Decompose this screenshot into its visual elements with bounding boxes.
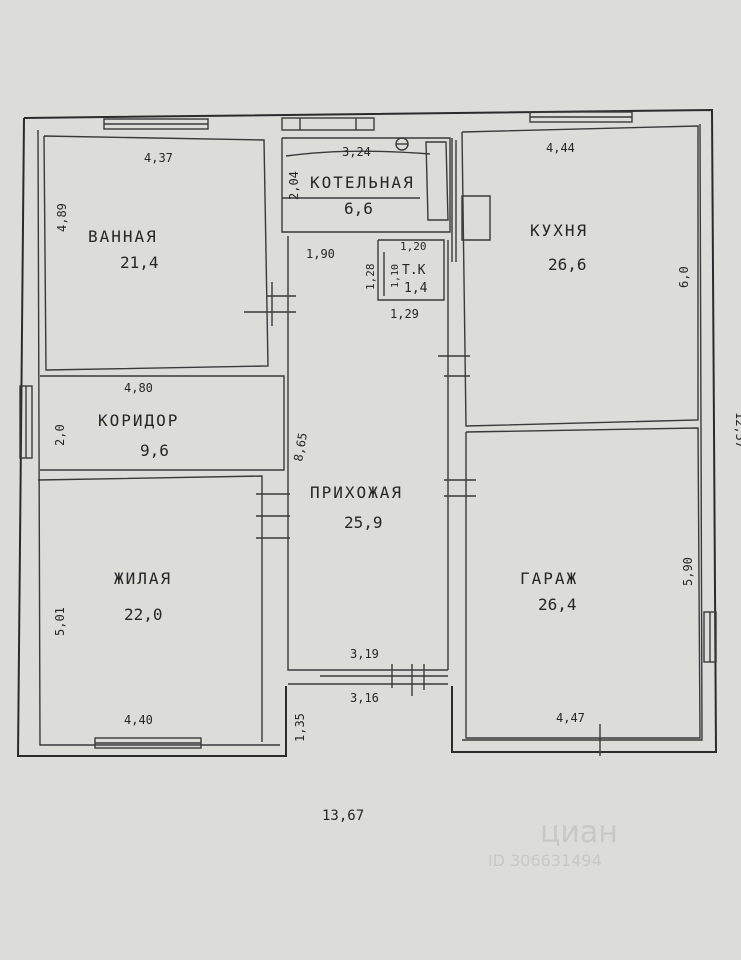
window-top-kitchen <box>529 111 633 123</box>
window-top-bathroom <box>103 118 209 130</box>
dim-total-width: 13,67 <box>322 808 364 824</box>
watermark-id: ID 306631494 <box>488 851 602 870</box>
entrance <box>288 664 448 696</box>
dim-entry-top: 3,19 <box>350 647 379 661</box>
toilet-name: Т.К <box>402 263 426 278</box>
toilet-area: 1,4 <box>404 281 428 296</box>
bathroom-name: ВАННАЯ <box>88 227 158 246</box>
garage-area: 26,4 <box>538 595 577 614</box>
dim-bath-width: 4,37 <box>144 151 173 165</box>
kitchen-room <box>461 125 699 427</box>
dim-toilet-height-left: 1,28 <box>364 264 377 291</box>
dim-boiler-height: 2,04 <box>287 171 301 200</box>
toilet-room <box>377 239 445 301</box>
dim-living-height: 5,01 <box>53 607 67 636</box>
dim-kitchen-width: 4,44 <box>546 141 575 155</box>
dim-kitchen-height: 6,0 <box>677 266 691 288</box>
bathroom-area: 21,4 <box>120 253 159 272</box>
dim-garage-height: 5,90 <box>681 557 695 586</box>
dim-corridor-width: 4,80 <box>124 381 153 395</box>
outer-walls <box>16 108 718 757</box>
boiler-area: 6,6 <box>344 199 373 218</box>
dim-boiler-width: 3,24 <box>342 145 371 159</box>
dim-toilet-bottom: 1,29 <box>390 307 419 321</box>
hallway-name: ПРИХОЖАЯ <box>310 483 403 502</box>
boiler-name: КОТЕЛЬНАЯ <box>310 173 415 192</box>
dim-toilet-width: 1,20 <box>400 240 427 253</box>
living-name: ЖИЛАЯ <box>114 569 172 588</box>
dim-entry-depth: 1,35 <box>293 713 307 742</box>
kitchen-name: КУХНЯ <box>530 221 588 240</box>
garage-room <box>465 427 701 756</box>
dim-toilet-height-inner: 1,10 <box>390 264 401 288</box>
corridor-area: 9,6 <box>140 441 169 460</box>
dim-entry-bottom: 3,16 <box>350 691 379 705</box>
living-area: 22,0 <box>124 605 163 624</box>
bathroom-room <box>43 135 296 371</box>
window-bottom-living <box>94 737 202 749</box>
hallway-room <box>287 236 476 671</box>
hallway-area: 25,9 <box>344 513 383 532</box>
dim-corridor-height: 2,0 <box>53 424 67 446</box>
boiler-room <box>281 137 491 262</box>
dim-hall-top: 1,90 <box>306 247 335 261</box>
dim-hall-height: 8,65 <box>291 432 310 463</box>
garage-name: ГАРАЖ <box>520 569 578 588</box>
watermark-brand: циан <box>540 815 618 850</box>
dim-garage-width: 4,47 <box>556 711 585 725</box>
window-right-garage <box>703 611 717 663</box>
corridor-room <box>40 375 285 471</box>
corridor-name: КОРИДОР <box>98 411 179 430</box>
dim-living-width: 4,40 <box>124 713 153 727</box>
kitchen-area: 26,6 <box>548 255 587 274</box>
living-room <box>37 475 290 742</box>
window-left-corridor <box>19 385 33 459</box>
window-top-boiler <box>281 117 375 131</box>
dim-total-height: 12,57 <box>733 412 741 448</box>
dim-bath-height: 4,89 <box>55 203 69 232</box>
